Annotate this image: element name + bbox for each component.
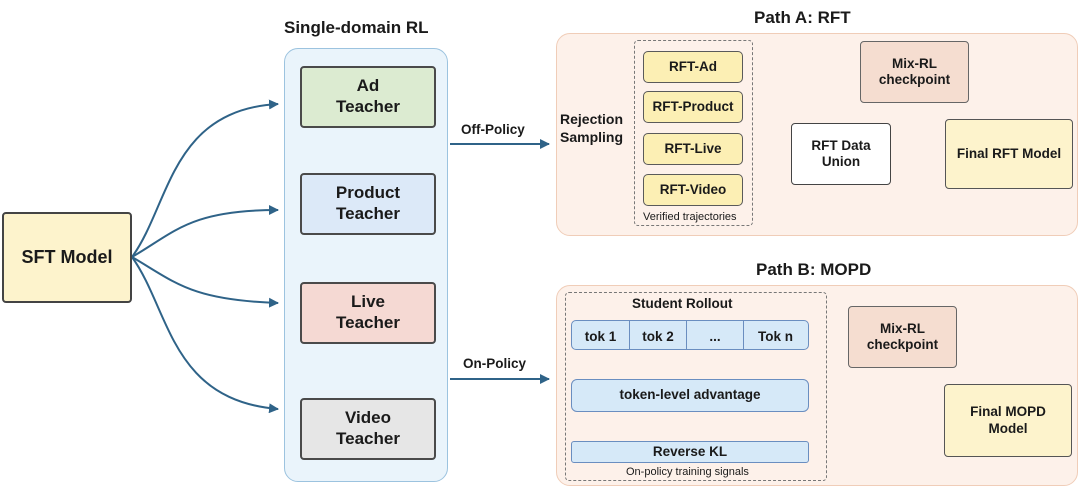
- sft-to-live-arrow: [131, 256, 279, 308]
- on-policy-label: On-Policy: [463, 356, 527, 371]
- rft-ad-box: RFT-Ad: [643, 51, 743, 83]
- video-teacher-box: Video Teacher: [300, 398, 436, 460]
- mix-rl-checkpoint-box-b: Mix-RL checkpoint: [848, 306, 957, 368]
- token-level-advantage-box: token-level advantage: [571, 379, 809, 412]
- path-a-title: Path A: RFT: [754, 8, 851, 27]
- rft-product-box: RFT-Product: [643, 91, 743, 123]
- student-rollout-group: [565, 292, 827, 481]
- rft-live-box: RFT-Live: [643, 133, 743, 165]
- verified-trajectories-label: Verified trajectories: [643, 211, 737, 223]
- sft-model-box: SFT Model: [2, 212, 132, 303]
- reverse-kl-box: Reverse KL: [571, 441, 809, 463]
- rejection-sampling-label: Rejection Sampling: [560, 111, 624, 145]
- ad-teacher-box: Ad Teacher: [300, 66, 436, 128]
- product-teacher-box: Product Teacher: [300, 173, 436, 235]
- rft-video-box: RFT-Video: [643, 174, 743, 206]
- rft-data-union-box: RFT Data Union: [791, 123, 891, 185]
- off-policy-label: Off-Policy: [461, 122, 525, 137]
- live-teacher-box: Live Teacher: [300, 282, 436, 344]
- final-mopd-model-box: Final MOPD Model: [944, 384, 1072, 457]
- token-row: tok 1 tok 2 ... Tok n: [571, 320, 809, 350]
- single-domain-title: Single-domain RL: [284, 18, 429, 37]
- token-1: tok 1: [572, 321, 630, 349]
- token-2: tok 2: [630, 321, 687, 349]
- final-rft-model-box: Final RFT Model: [945, 119, 1073, 189]
- token-ellipsis: ...: [687, 321, 744, 349]
- mix-rl-checkpoint-box-a: Mix-RL checkpoint: [860, 41, 969, 103]
- on-policy-signals-label: On-policy training signals: [626, 466, 749, 478]
- sft-to-product-arrow: [131, 205, 279, 258]
- sft-to-video-arrow: [131, 256, 279, 414]
- student-rollout-label: Student Rollout: [632, 296, 733, 311]
- token-n: Tok n: [758, 328, 793, 344]
- sft-to-ad-arrow: [131, 99, 279, 258]
- verified-trajectories-group: [634, 40, 753, 226]
- path-b-title: Path B: MOPD: [756, 260, 872, 279]
